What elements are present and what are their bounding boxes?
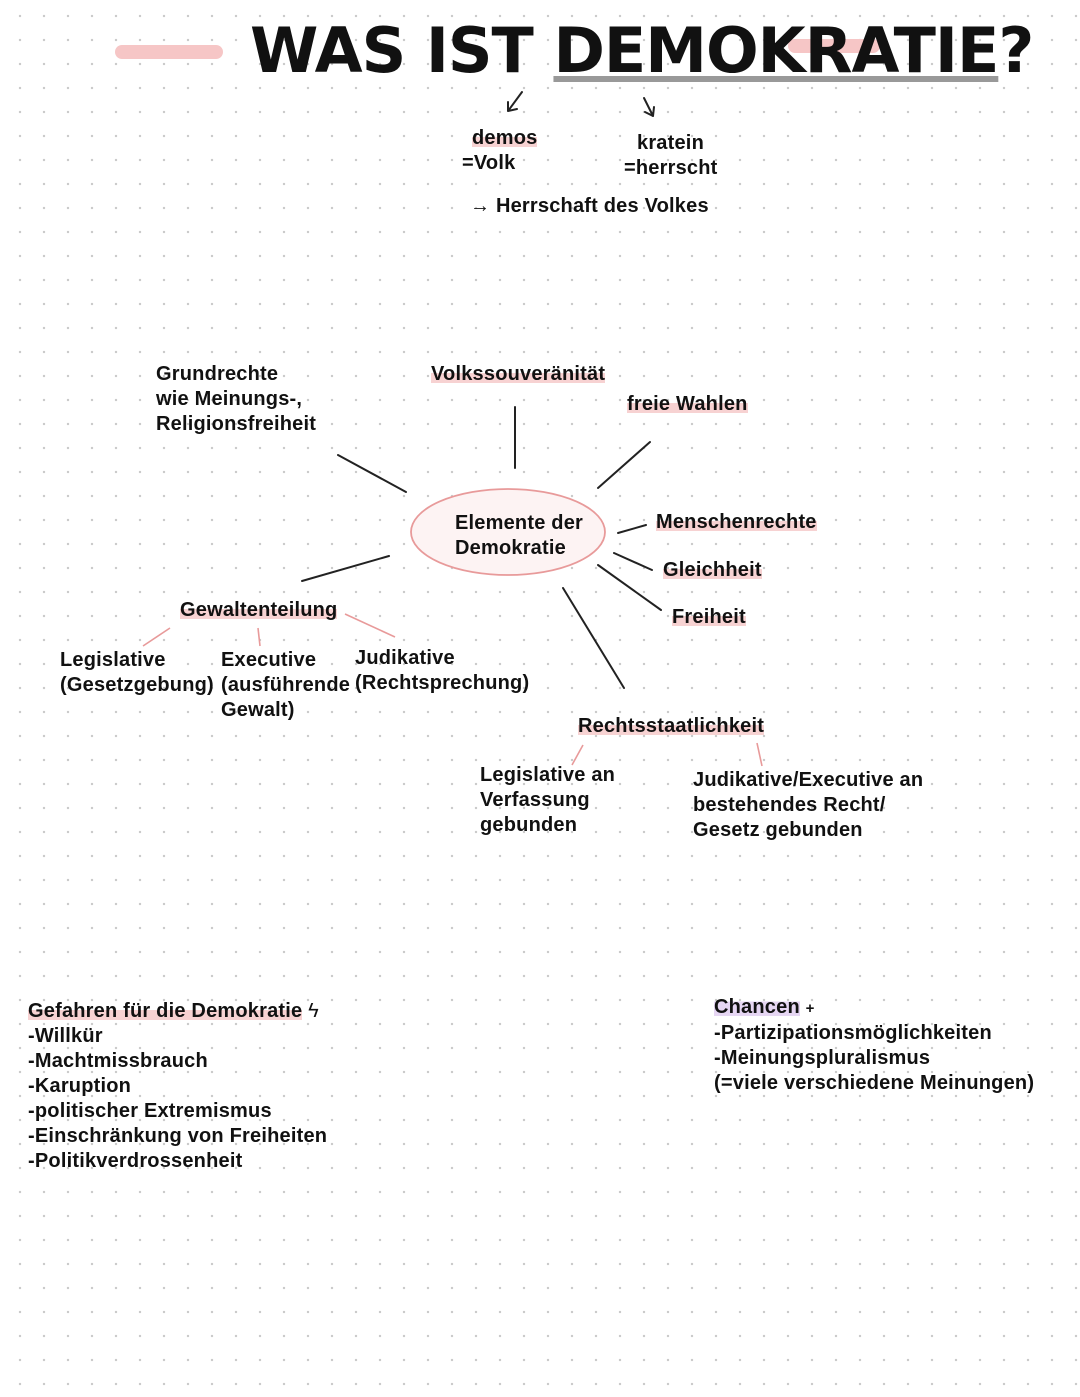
connector-gleichheit [613,552,653,571]
center-ellipse [410,488,606,576]
node-volkssouveraenitaet: Volkssouveränität [431,363,606,385]
list-item: -Meinungspluralismus [714,1047,931,1069]
list-item: -politischer Extremismus [28,1100,272,1122]
connector-grundrechte [337,454,407,493]
rechts-left: Legislative an Verfassung gebunden [480,764,616,836]
list-item: (=viele verschiedene Meinungen) [714,1072,1035,1094]
connector-gewaltenteilung [301,555,390,582]
connector-freie-wahlen [597,441,651,489]
connector-freiheit [597,564,662,611]
list-item: -Karuption [28,1075,132,1097]
gewalt-judikative: Judikative (Rechtsprechung) [355,647,530,694]
lightning-icon: ϟ [308,1000,319,1022]
chancen-heading: Chancen + [714,996,815,1018]
list-item: -Machtmissbrauch [28,1050,208,1072]
decorative-bar-right [788,39,880,53]
list-item: -Partizipationsmöglichkeiten [714,1022,992,1044]
gewalt-executive: Executive (ausführende Gewalt) [221,649,351,721]
arrow-icon [507,91,523,112]
gefahren-section: Gefahren für die Demokratie ϟ -Willkür -… [28,999,327,1174]
demos-word: demos [472,127,538,149]
connector-rechtsstaatlichkeit [562,587,625,689]
chancen-section: Chancen + -Partizipationsmöglichkeiten -… [714,995,1034,1096]
plus-icon: + [805,1000,815,1017]
list-item: -Willkür [28,1025,103,1047]
node-rechtsstaatlichkeit: Rechtsstaatlichkeit [578,715,765,737]
gefahren-heading: Gefahren für die Demokratie ϟ [28,1000,319,1022]
demos-meaning: =Volk [462,152,516,174]
list-item: -Einschränkung von Freiheiten [28,1125,328,1147]
gewalt-legislative: Legislative (Gesetzgebung) [60,649,214,696]
kratein-word: kratein [637,132,704,154]
decorative-bar-left [115,45,223,59]
list-item: -Politikverdrossenheit [28,1150,243,1172]
kratein-meaning: =herrscht [624,157,718,179]
rechts-right: Judikative/Executive an bestehendes Rech… [693,769,924,841]
node-gleichheit: Gleichheit [663,559,762,581]
arrow-icon [643,97,655,117]
node-menschenrechte: Menschenrechte [656,511,817,533]
center-line-1: Elemente der [455,512,584,534]
connector-menschenrechte [617,524,647,534]
page-title: WAS IST DEMOKRATIE? [250,14,1034,87]
node-freie-wahlen: freie Wahlen [627,393,748,415]
node-grundrechte: Grundrechte wie Meinungs-, Religionsfrei… [156,363,317,435]
etymology-result: → Herrschaft des Volkes [470,195,709,217]
center-line-2: Demokratie [455,537,566,559]
node-freiheit: Freiheit [672,606,746,628]
node-gewaltenteilung: Gewaltenteilung [180,599,338,621]
